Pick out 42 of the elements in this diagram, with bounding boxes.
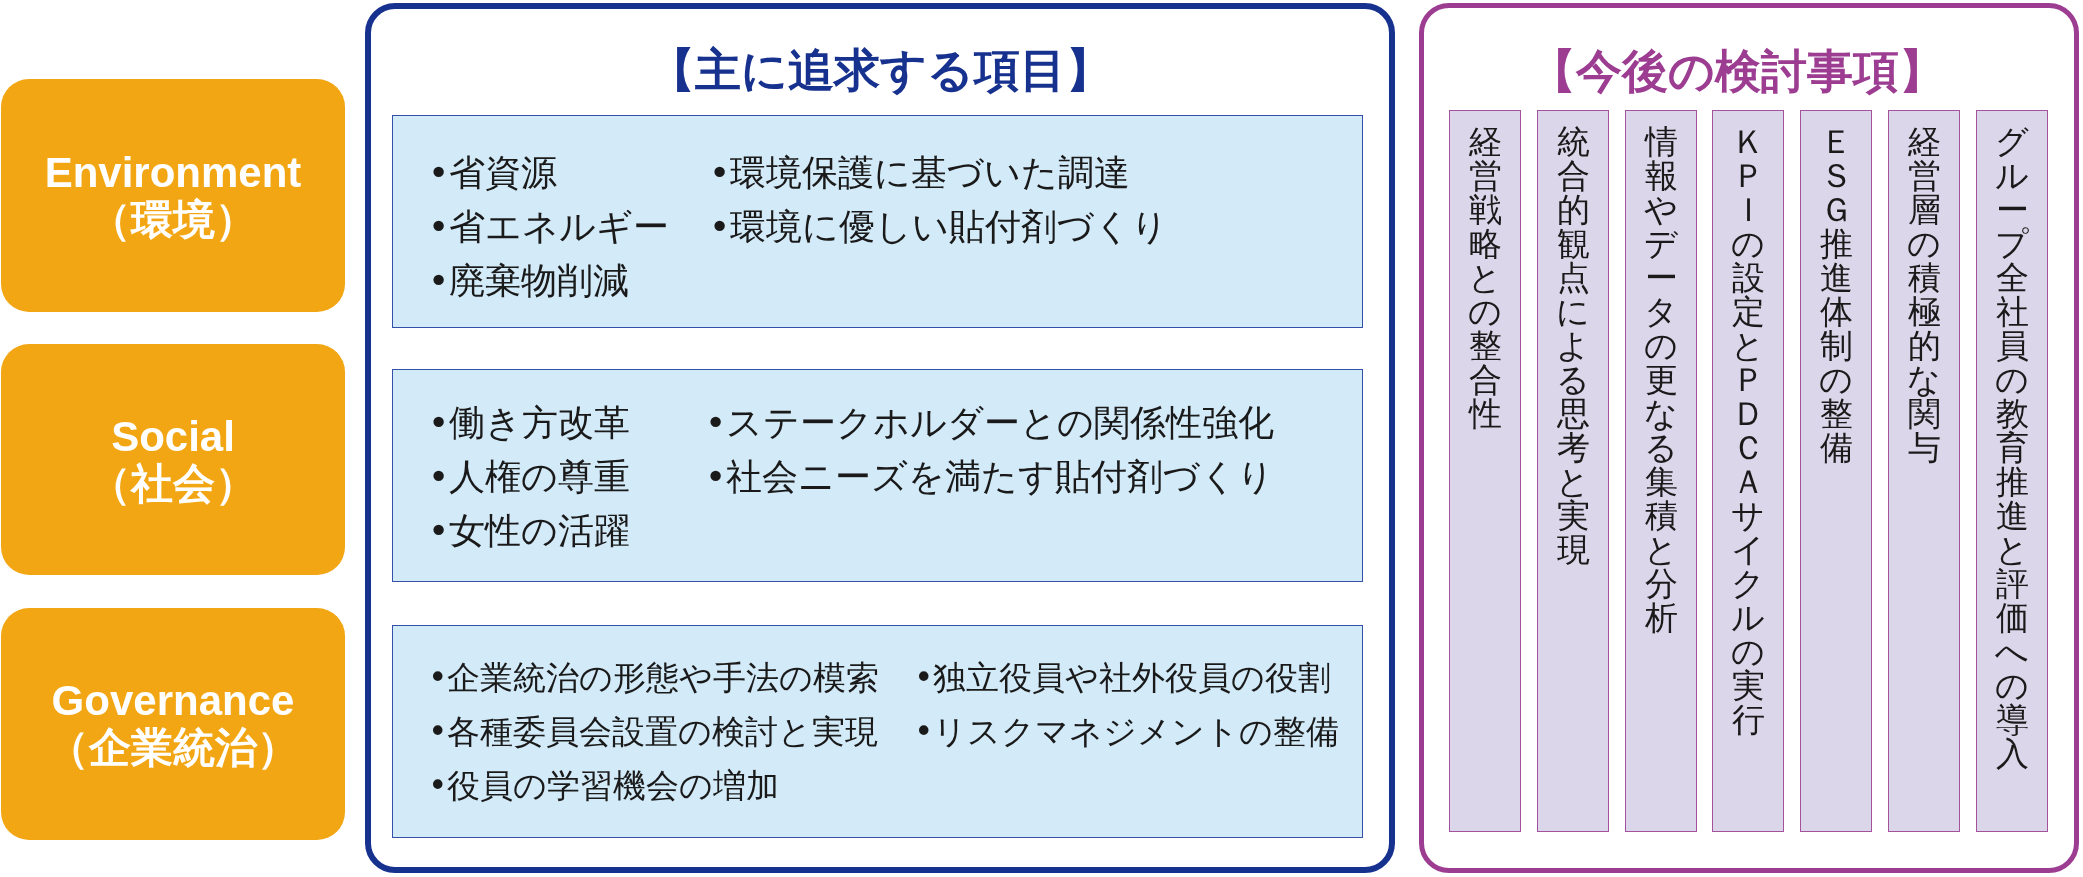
topic-column xyxy=(1712,110,1784,832)
list-item: •環境に優しい貼付剤づくり xyxy=(709,205,1169,249)
panel xyxy=(365,3,1395,873)
list-item: •各種委員会設置の検討と実現 xyxy=(428,711,879,753)
list-item: •廃棄物削減 xyxy=(428,259,630,303)
topic-text: 統合的観点による思考と実現 xyxy=(1556,125,1590,567)
list-item: •独立役員や社外役員の役割 xyxy=(914,657,1332,699)
topic-column xyxy=(1449,110,1521,832)
category-box xyxy=(1,79,345,312)
list-item: •役員の学習機会の増加 xyxy=(428,765,780,807)
topic-column xyxy=(1625,110,1697,832)
list-item: •働き方改革 xyxy=(428,401,631,445)
list-item: •企業統治の形態や手法の模索 xyxy=(428,657,880,699)
panel xyxy=(1419,3,2079,873)
list-item: •ステークホルダーとの関係性強化 xyxy=(705,401,1275,445)
list-item: •省資源 xyxy=(428,151,558,195)
list-item: •社会ニーズを満たす貼付剤づくり xyxy=(705,455,1275,499)
list-item: •人権の尊重 xyxy=(428,455,631,499)
list-item: •環境保護に基づいた調達 xyxy=(709,151,1131,195)
list-item: •リスクマネジメントの整備 xyxy=(914,711,1340,753)
item-box xyxy=(392,369,1363,582)
topic-text: グループ全社員の教育推進と評価への導入 xyxy=(1995,125,2029,771)
topic-column xyxy=(1800,110,1872,832)
topic-column xyxy=(1888,110,1960,832)
panel-title: 【主に追求する項目】 xyxy=(649,45,1112,95)
topic-column xyxy=(1976,110,2048,832)
topic-column xyxy=(1537,110,1609,832)
list-item: •省エネルギー xyxy=(428,205,670,249)
category-box xyxy=(1,344,345,575)
category-label: Social （社会） xyxy=(88,412,258,507)
item-box xyxy=(392,625,1363,838)
category-box xyxy=(1,608,345,840)
topic-text: 経営層の積極的な関与 xyxy=(1907,125,1941,465)
item-box xyxy=(392,115,1363,328)
category-label: Governance （企業統治） xyxy=(46,677,300,771)
topic-text: 情報やデータの更なる集積と分析 xyxy=(1644,125,1678,635)
topic-text: ＥＳＧ推進体制の整備 xyxy=(1819,125,1853,465)
category-label: Environment （環境） xyxy=(43,148,303,243)
topic-text: 経営戦略との整合性 xyxy=(1468,125,1502,431)
list-item: •女性の活躍 xyxy=(428,509,631,553)
topic-text: ＫＰＩの設定とＰＤＣＡサイクルの実行 xyxy=(1731,125,1765,737)
panel-title: 【今後の検討事項】 xyxy=(1530,46,1945,96)
